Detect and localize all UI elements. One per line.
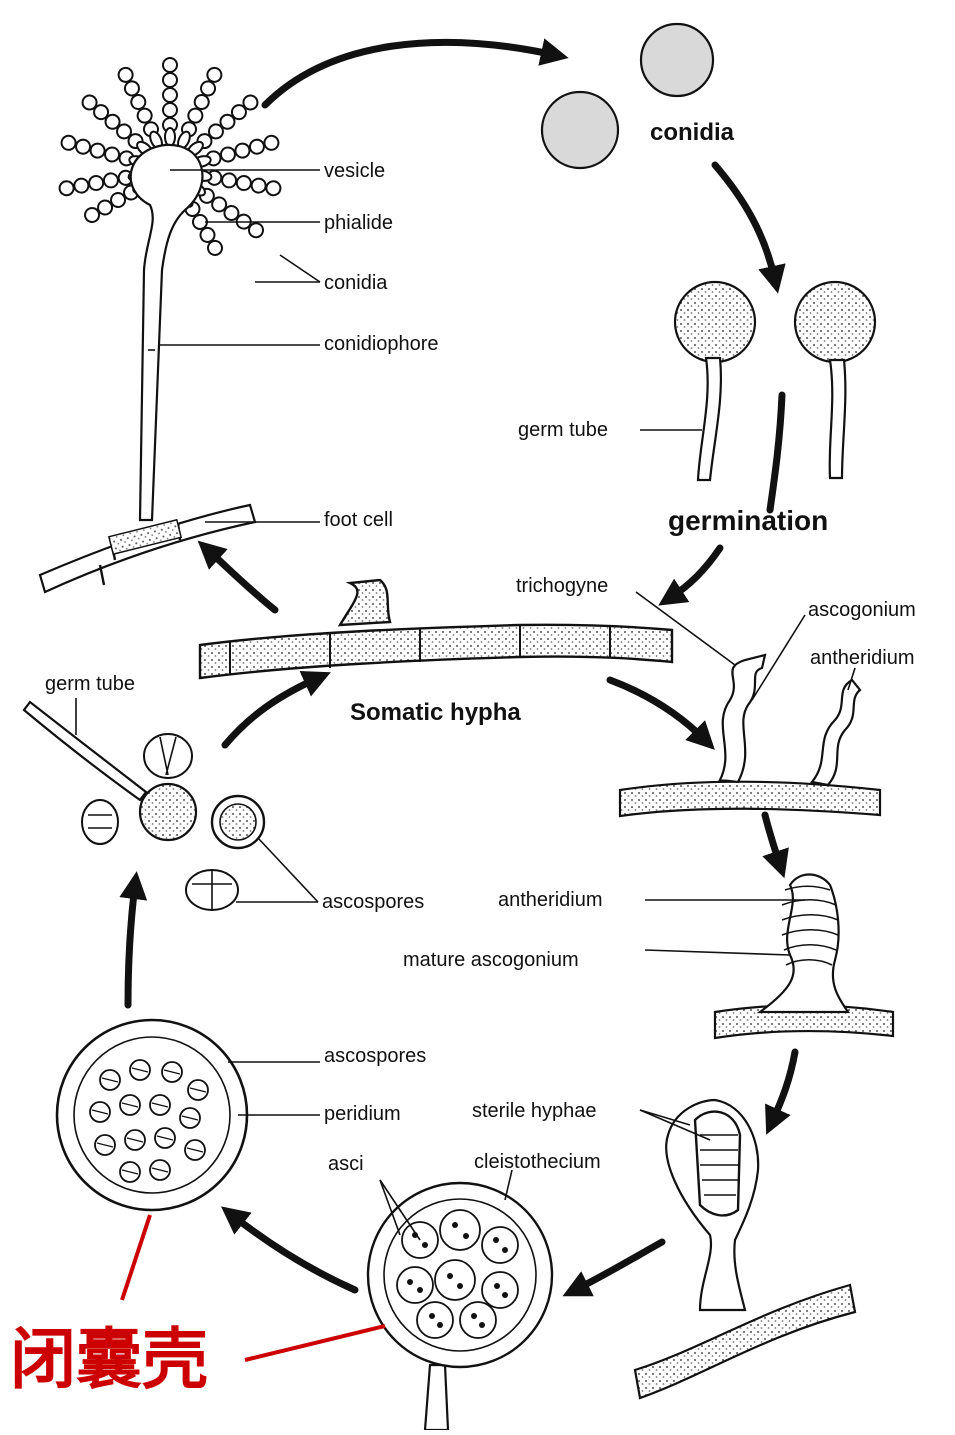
- label-ascogonium: ascogonium: [808, 599, 916, 621]
- arrow-ascospores-to-hypha: [225, 678, 318, 745]
- conidia-spores: conidia: [542, 24, 735, 168]
- label-germination: germination: [668, 505, 828, 536]
- label-trichogyne: trichogyne: [516, 575, 608, 597]
- label-somatic-hypha: Somatic hypha: [350, 699, 521, 726]
- arrow-to-mature-cleistothecium: [232, 1215, 355, 1290]
- label-foot-cell: foot cell: [324, 509, 393, 531]
- sex-organs-early: trichogyne ascogonium antheridium: [516, 575, 916, 816]
- label-conidia-top: conidia: [650, 119, 735, 146]
- arrow-to-cleistothecium: [575, 1242, 662, 1290]
- label-mature-ascogonium: mature ascogonium: [403, 949, 579, 971]
- cleistothecium: asci cleistothecium: [328, 1151, 601, 1430]
- label-antheridium-mid: antheridium: [498, 889, 603, 911]
- arrow-hypha-to-sexual: [610, 680, 705, 740]
- label-antheridium-top: antheridium: [810, 647, 915, 669]
- label-sterile-hyphae: sterile hyphae: [472, 1100, 597, 1122]
- label-asci: asci: [328, 1153, 364, 1175]
- label-conidia-left: conidia: [324, 272, 388, 294]
- conidiophore-structure: vesicle phialide conidia conidiophore fo…: [40, 58, 439, 592]
- arrow-to-ascospores: [128, 885, 135, 1005]
- label-phialide: phialide: [324, 212, 393, 234]
- label-conidiophore: conidiophore: [324, 333, 439, 355]
- arrow-hypha-to-conidiophore: [208, 550, 275, 610]
- arrow-to-mature-ascogonium: [765, 815, 780, 865]
- mature-ascogonium-structure: antheridium mature ascogonium: [403, 874, 893, 1038]
- label-germ-tube-right: germ tube: [518, 419, 608, 441]
- vesicle-and-stalk: [131, 145, 203, 520]
- arrow-to-sexual: [670, 548, 720, 598]
- arrow-to-sterile-hyphae: [772, 1052, 795, 1122]
- arrow-germination-to-curve: [770, 395, 782, 510]
- label-ascospores-low: ascospores: [324, 1045, 426, 1067]
- label-cleistothecium: cleistothecium: [474, 1151, 601, 1173]
- germinating-conidia: germ tube germination: [518, 282, 875, 536]
- label-germ-tube-left: germ tube: [45, 673, 135, 695]
- label-ascospores-mid: ascospores: [322, 891, 424, 913]
- label-peridium: peridium: [324, 1103, 401, 1125]
- chinese-annotation: 闭囊壳: [10, 1215, 385, 1398]
- arrow-to-conidia: [265, 42, 555, 105]
- mature-cleistothecium: ascospores peridium: [57, 1020, 426, 1210]
- label-chinese-cleistothecium: 闭囊壳: [10, 1321, 208, 1398]
- label-vesicle: vesicle: [324, 160, 385, 182]
- arrow-to-germination: [715, 165, 775, 280]
